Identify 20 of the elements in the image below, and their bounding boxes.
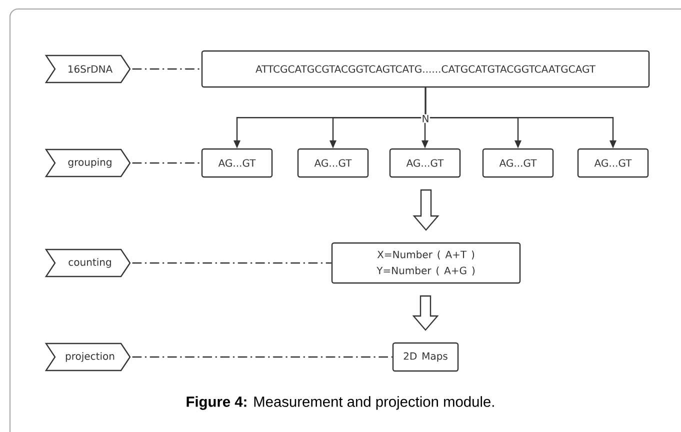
process-box: ATTCGCATGCGTACGGTCAGTCATG......CATGCATGTACGGTCAATGCAGT — [201, 50, 650, 88]
process-box: AG...GT — [577, 148, 649, 178]
hollow-arrow — [412, 189, 440, 231]
process-box: 2D Maps — [392, 342, 459, 372]
dash-dot-line — [132, 68, 202, 70]
process-box: X=Number ( A+T ) Y=Number ( A+G ) — [331, 242, 521, 284]
dash-dot-line — [132, 262, 332, 264]
step-tag: counting — [44, 248, 131, 278]
process-box: AG...GT — [389, 148, 461, 178]
step-tag: 16SrDNA — [44, 54, 131, 84]
dash-dot-line — [132, 162, 202, 164]
process-box: AG...GT — [201, 148, 273, 178]
dash-dot-line — [132, 356, 392, 358]
step-tag: grouping — [44, 148, 131, 178]
edge-label: N — [422, 114, 428, 122]
process-box: AG...GT — [297, 148, 369, 178]
step-tag: projection — [44, 342, 131, 372]
process-box: AG...GT — [482, 148, 554, 178]
caption: Figure 4: Measurement and projection module. — [186, 396, 494, 410]
hollow-arrow — [412, 295, 439, 331]
